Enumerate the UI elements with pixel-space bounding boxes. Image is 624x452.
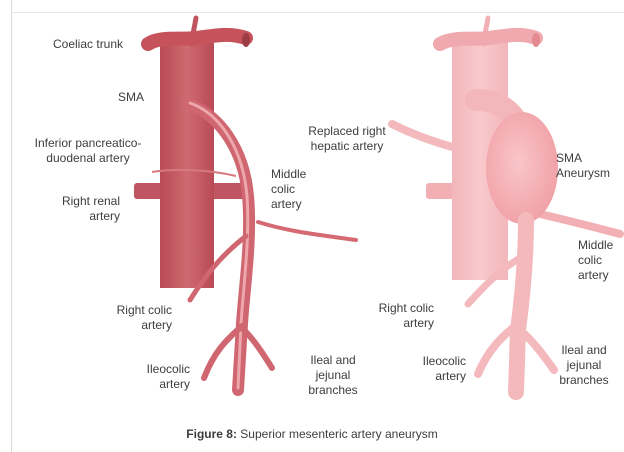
- label-sma-aneurysm: SMA Aneurysm: [556, 151, 610, 181]
- label-ileocolic-left: Ileocolic artery: [120, 362, 190, 392]
- sma-distal-trunk-aneurysm: [516, 220, 526, 392]
- aorta: [160, 40, 214, 288]
- label-replaced-right-hepatic: Replaced right hepatic artery: [301, 124, 393, 154]
- label-ileal-jejunal-right: Ileal and jejunal branches: [549, 343, 619, 388]
- label-middle-colic-left: Middle colic artery: [271, 167, 306, 212]
- label-right-renal: Right renal artery: [40, 194, 120, 224]
- caption-prefix: Figure 8:: [186, 427, 237, 441]
- left-renal-stub-aneurysm: [426, 183, 456, 199]
- figure-caption: Figure 8: Superior mesenteric artery ane…: [0, 427, 624, 441]
- label-ileal-jejunal-left: Ileal and jejunal branches: [298, 353, 368, 398]
- label-right-colic-right: Right colic artery: [358, 301, 434, 331]
- sma-aneurysm-sac: [486, 112, 558, 224]
- label-coeliac-trunk: Coeliac trunk: [53, 37, 123, 52]
- middle-colic-vessel-aneurysm: [540, 214, 620, 234]
- label-sma: SMA: [118, 90, 144, 105]
- coeliac-trunk-end: [242, 33, 250, 47]
- coeliac-trunk-aneurysm: [440, 35, 536, 44]
- aneurysm-anatomy: [392, 18, 620, 392]
- coeliac-trunk-end-aneurysm: [532, 33, 540, 47]
- jejunal-vessel: [244, 330, 272, 368]
- caption-text: Superior mesenteric artery aneurysm: [237, 427, 438, 441]
- middle-colic-vessel: [258, 222, 356, 240]
- label-right-colic-left: Right colic artery: [96, 303, 172, 333]
- label-inferior-pancreaticoduodenal: Inferior pancreatico- duodenal artery: [24, 136, 152, 166]
- label-middle-colic-right: Middle colic artery: [578, 238, 613, 283]
- coeliac-trunk-vessel: [148, 35, 246, 44]
- replaced-right-hepatic-vessel: [392, 124, 456, 148]
- label-ileocolic-right: Ileocolic artery: [396, 354, 466, 384]
- normal-anatomy: [134, 18, 356, 390]
